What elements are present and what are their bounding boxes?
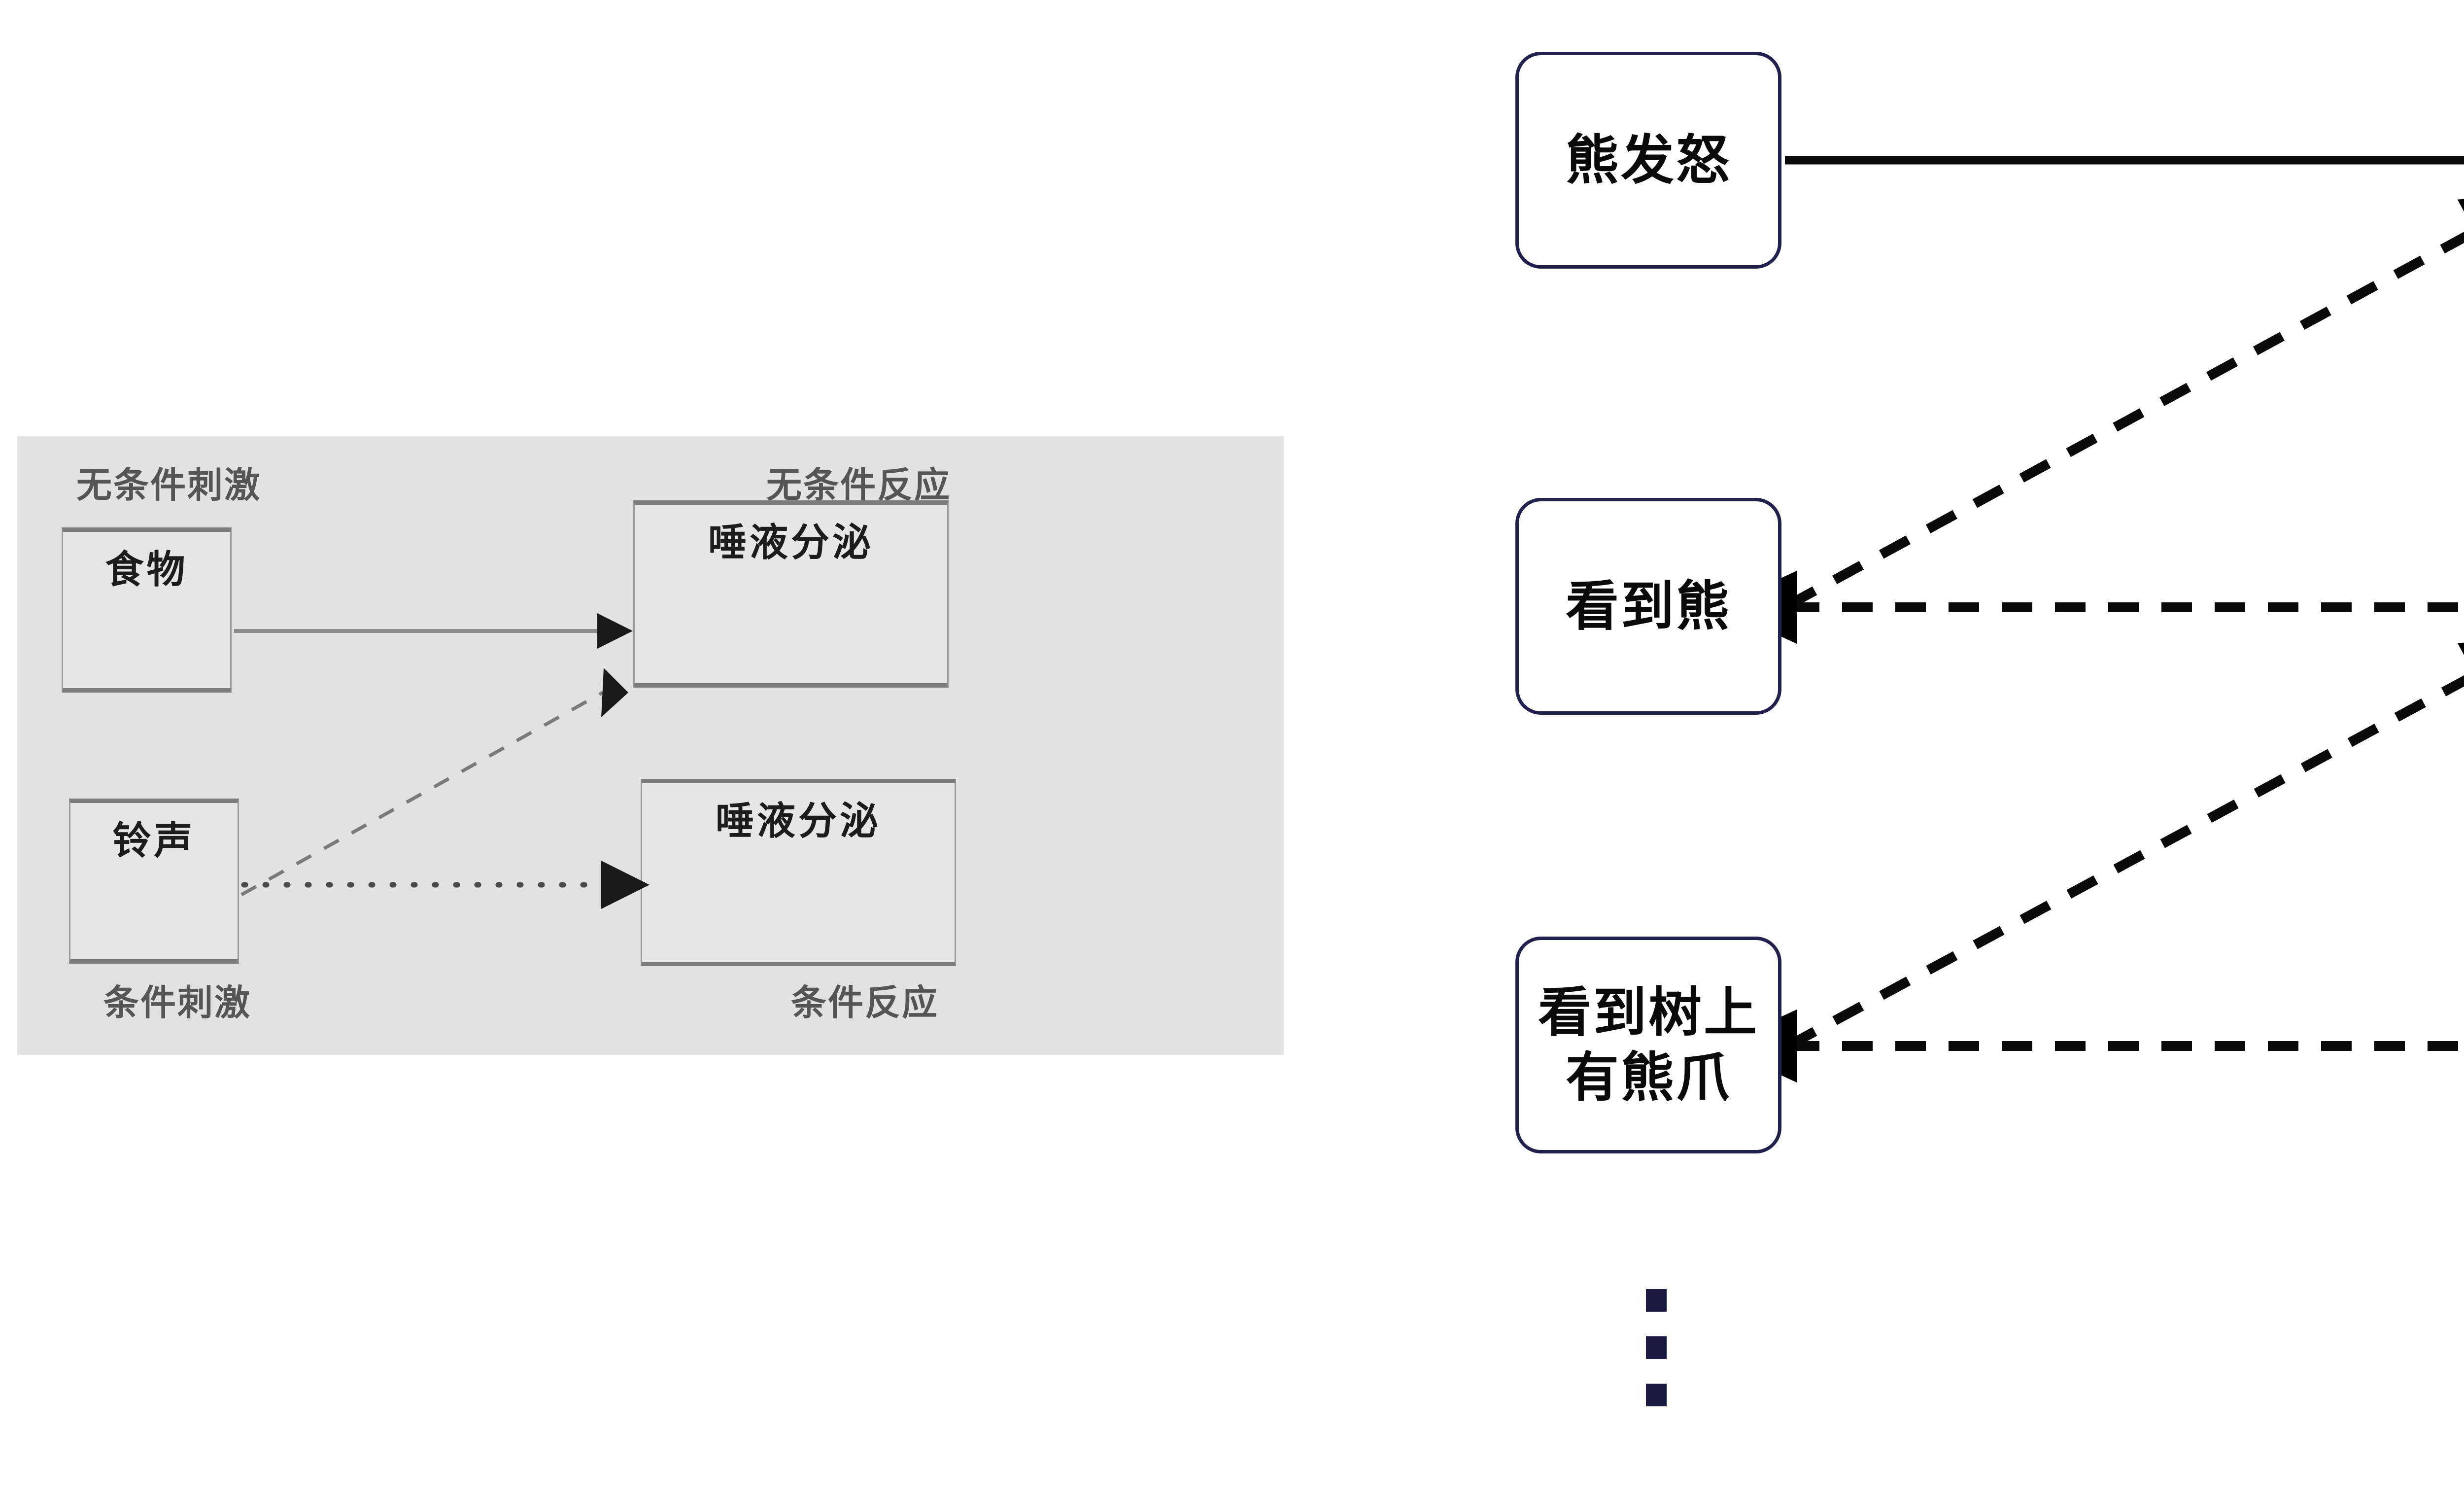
- ellipsis-dot: [1646, 1384, 1667, 1406]
- box-see-bear: 看到熊: [1515, 498, 1781, 715]
- classical-conditioning-connectors: [234, 613, 650, 909]
- box-bear-angry: 熊发怒: [1515, 52, 1781, 269]
- ellipsis-dot: [1646, 1289, 1667, 1312]
- td-learning-panel: 熊发怒 看到熊 看到树上 有熊爪 奖励 V(s′) V(s): [1454, 0, 2464, 1499]
- arrow-bell-to-salivation-diagonal: [240, 691, 604, 897]
- arrow-see-claw-to-vsprime: [1785, 637, 2464, 1050]
- arrowhead-diagonal: [601, 668, 628, 717]
- box-see-bear-claw-label: 看到树上 有熊爪: [1538, 980, 1759, 1110]
- box-see-bear-claw-line1: 看到树上: [1538, 982, 1759, 1043]
- label-unconditioned-response: 无条件反应: [766, 466, 952, 505]
- label-unconditioned-stimulus: 无条件刺激: [76, 466, 262, 505]
- arrow-see-bear-to-reward: [1785, 194, 2464, 610]
- classical-conditioning-panel: 无条件刺激 无条件反应 条件刺激 条件反应 食物 铃声 唾液分泌 唾液分泌: [17, 436, 1284, 1055]
- ellipsis-left-column: [1646, 1289, 1667, 1406]
- box-food-label: 食物: [105, 548, 188, 591]
- box-see-bear-claw-line2: 有熊爪: [1565, 1047, 1731, 1107]
- box-see-bear-claw: 看到树上 有熊爪: [1515, 937, 1781, 1153]
- box-see-bear-label: 看到熊: [1565, 576, 1731, 636]
- label-conditioned-stimulus: 条件刺激: [103, 983, 252, 1023]
- box-bear-angry-label: 熊发怒: [1565, 130, 1731, 190]
- box-bell-label: 铃声: [112, 819, 196, 862]
- box-salivation-1-label: 唾液分泌: [708, 521, 874, 564]
- box-salivation-conditioned: 唾液分泌: [641, 779, 956, 966]
- label-conditioned-response: 条件反应: [791, 983, 939, 1023]
- box-bell: 铃声: [69, 799, 239, 964]
- box-food: 食物: [62, 527, 232, 693]
- ellipsis-dot: [1646, 1336, 1667, 1359]
- box-salivation-2-label: 唾液分泌: [715, 799, 881, 842]
- box-salivation-unconditioned: 唾液分泌: [633, 500, 949, 688]
